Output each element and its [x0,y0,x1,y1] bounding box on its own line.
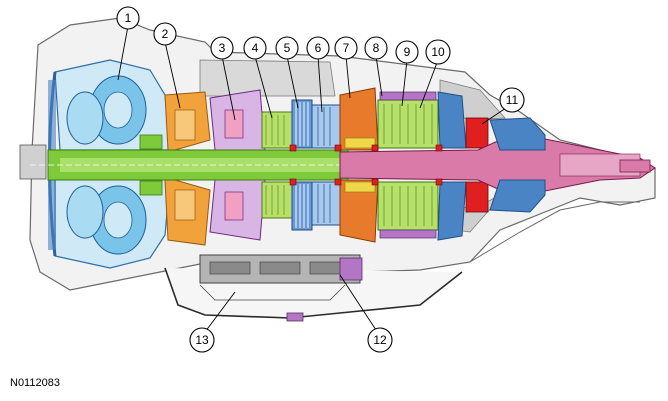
callout-7: 7 [334,36,358,60]
callout-8: 8 [364,36,388,60]
seals [289,144,443,186]
callout-4: 4 [243,36,267,60]
callout-4-label: 4 [252,41,259,55]
forward-drum [339,87,379,243]
figure-id: N0112083 [10,377,60,389]
clutch-packs [291,99,341,231]
callout-6-label: 6 [315,41,322,55]
overdrive-drum [209,89,266,241]
callout-10-label: 10 [431,45,445,59]
callout-1: 1 [116,6,140,30]
rear-support [437,91,489,241]
callout-5: 5 [275,36,299,60]
overdrive-planetary [261,111,293,219]
callout-11-label: 11 [506,93,519,107]
callout-3: 3 [210,36,234,60]
callout-1-label: 1 [125,11,132,25]
callout-12: 12 [367,327,393,353]
callout-13-label: 13 [195,333,209,347]
callout-6: 6 [306,36,330,60]
callout-5-label: 5 [284,41,291,55]
valve-body [199,254,363,301]
torque-converter [48,59,171,269]
callout-13: 13 [189,327,215,353]
callout-7-label: 7 [343,41,350,55]
callout-12-label: 12 [373,333,387,347]
oil-pump [164,91,211,246]
callout-11: 11 [499,87,525,113]
callout-9: 9 [395,40,419,64]
main-planetary-gearset [377,91,439,239]
callout-2-label: 2 [162,27,169,41]
callout-8-label: 8 [373,41,380,55]
callout-2: 2 [153,22,177,46]
callout-9-label: 9 [404,45,411,59]
output-shaft [339,117,656,213]
callout-3-label: 3 [219,41,226,55]
leader-lines [117,25,507,333]
callout-10: 10 [425,39,451,65]
input-shaft [30,149,650,181]
